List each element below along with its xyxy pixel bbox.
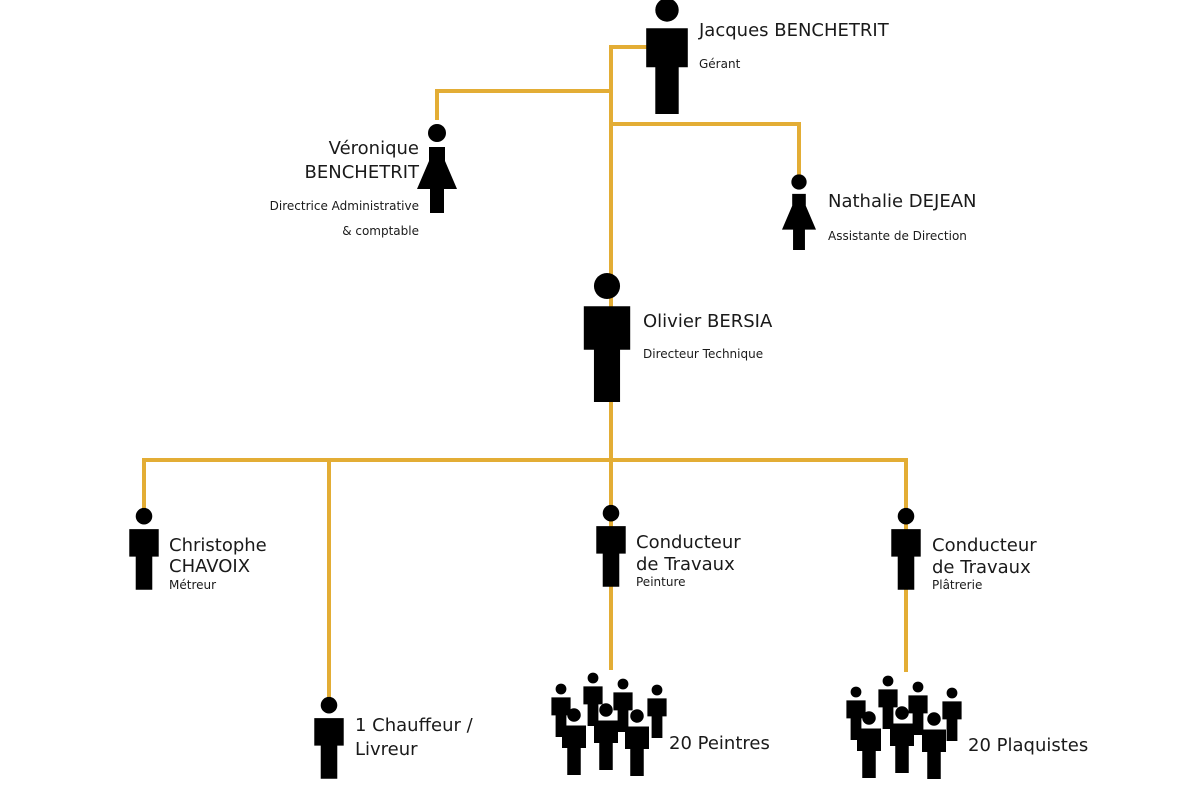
node-role: Assistante de Direction [828,229,967,243]
node-name: de Travaux [932,557,1031,578]
node-name: Livreur [355,739,418,760]
node-name: de Travaux [636,554,735,575]
node-name: CHAVOIX [169,556,250,577]
person-icon [314,696,344,779]
node-role: Directeur Technique [643,347,763,361]
node-name: Olivier BERSIA [643,311,773,332]
node-role: Plâtrerie [932,578,982,592]
node-name: Véronique [329,138,419,159]
node-name: 1 Chauffeur / [355,715,474,736]
person-icon [129,507,159,590]
person-icon [891,507,921,590]
node-nathalie: Nathalie DEJEAN Assistante de Direction [782,174,976,250]
group-icon [846,675,962,779]
person-icon [583,272,631,402]
node-role: Directrice Administrative [270,199,419,213]
node-name: BENCHETRIT [305,162,420,183]
node-plaquistes: 20 Plaquistes [846,675,1088,779]
node-name: 20 Peintres [669,733,770,754]
node-name: 20 Plaquistes [968,735,1088,756]
node-name: Conducteur [932,535,1037,556]
person-icon [596,504,626,587]
node-name: Nathalie DEJEAN [828,191,976,212]
woman-icon [417,124,457,213]
connector-line [435,89,613,120]
node-veronique: Véronique BENCHETRIT Directrice Administ… [270,124,457,238]
group-icon [551,672,667,776]
node-role: & comptable [342,224,419,238]
node-olivier: Olivier BERSIA Directeur Technique [583,272,773,402]
node-name: Jacques BENCHETRIT [698,20,890,41]
connector-line [609,122,801,180]
woman-icon [782,174,816,250]
node-jacques: Jacques BENCHETRIT Gérant [646,0,890,114]
node-peintres: 20 Peintres [551,672,770,776]
node-role: Peinture [636,575,686,589]
node-chauffeur: 1 Chauffeur / Livreur [314,696,474,779]
connectors [142,45,908,700]
node-conducteur-platrerie: Conducteur de Travaux Plâtrerie [891,507,1037,592]
person-icon [646,0,688,114]
node-conducteur-peinture: Conducteur de Travaux Peinture [596,504,741,589]
node-role: Gérant [699,57,741,71]
node-christophe: Christophe CHAVOIX Métreur [129,507,267,592]
node-name: Conducteur [636,532,741,553]
node-name: Christophe [169,535,267,556]
node-role: Métreur [169,578,216,592]
